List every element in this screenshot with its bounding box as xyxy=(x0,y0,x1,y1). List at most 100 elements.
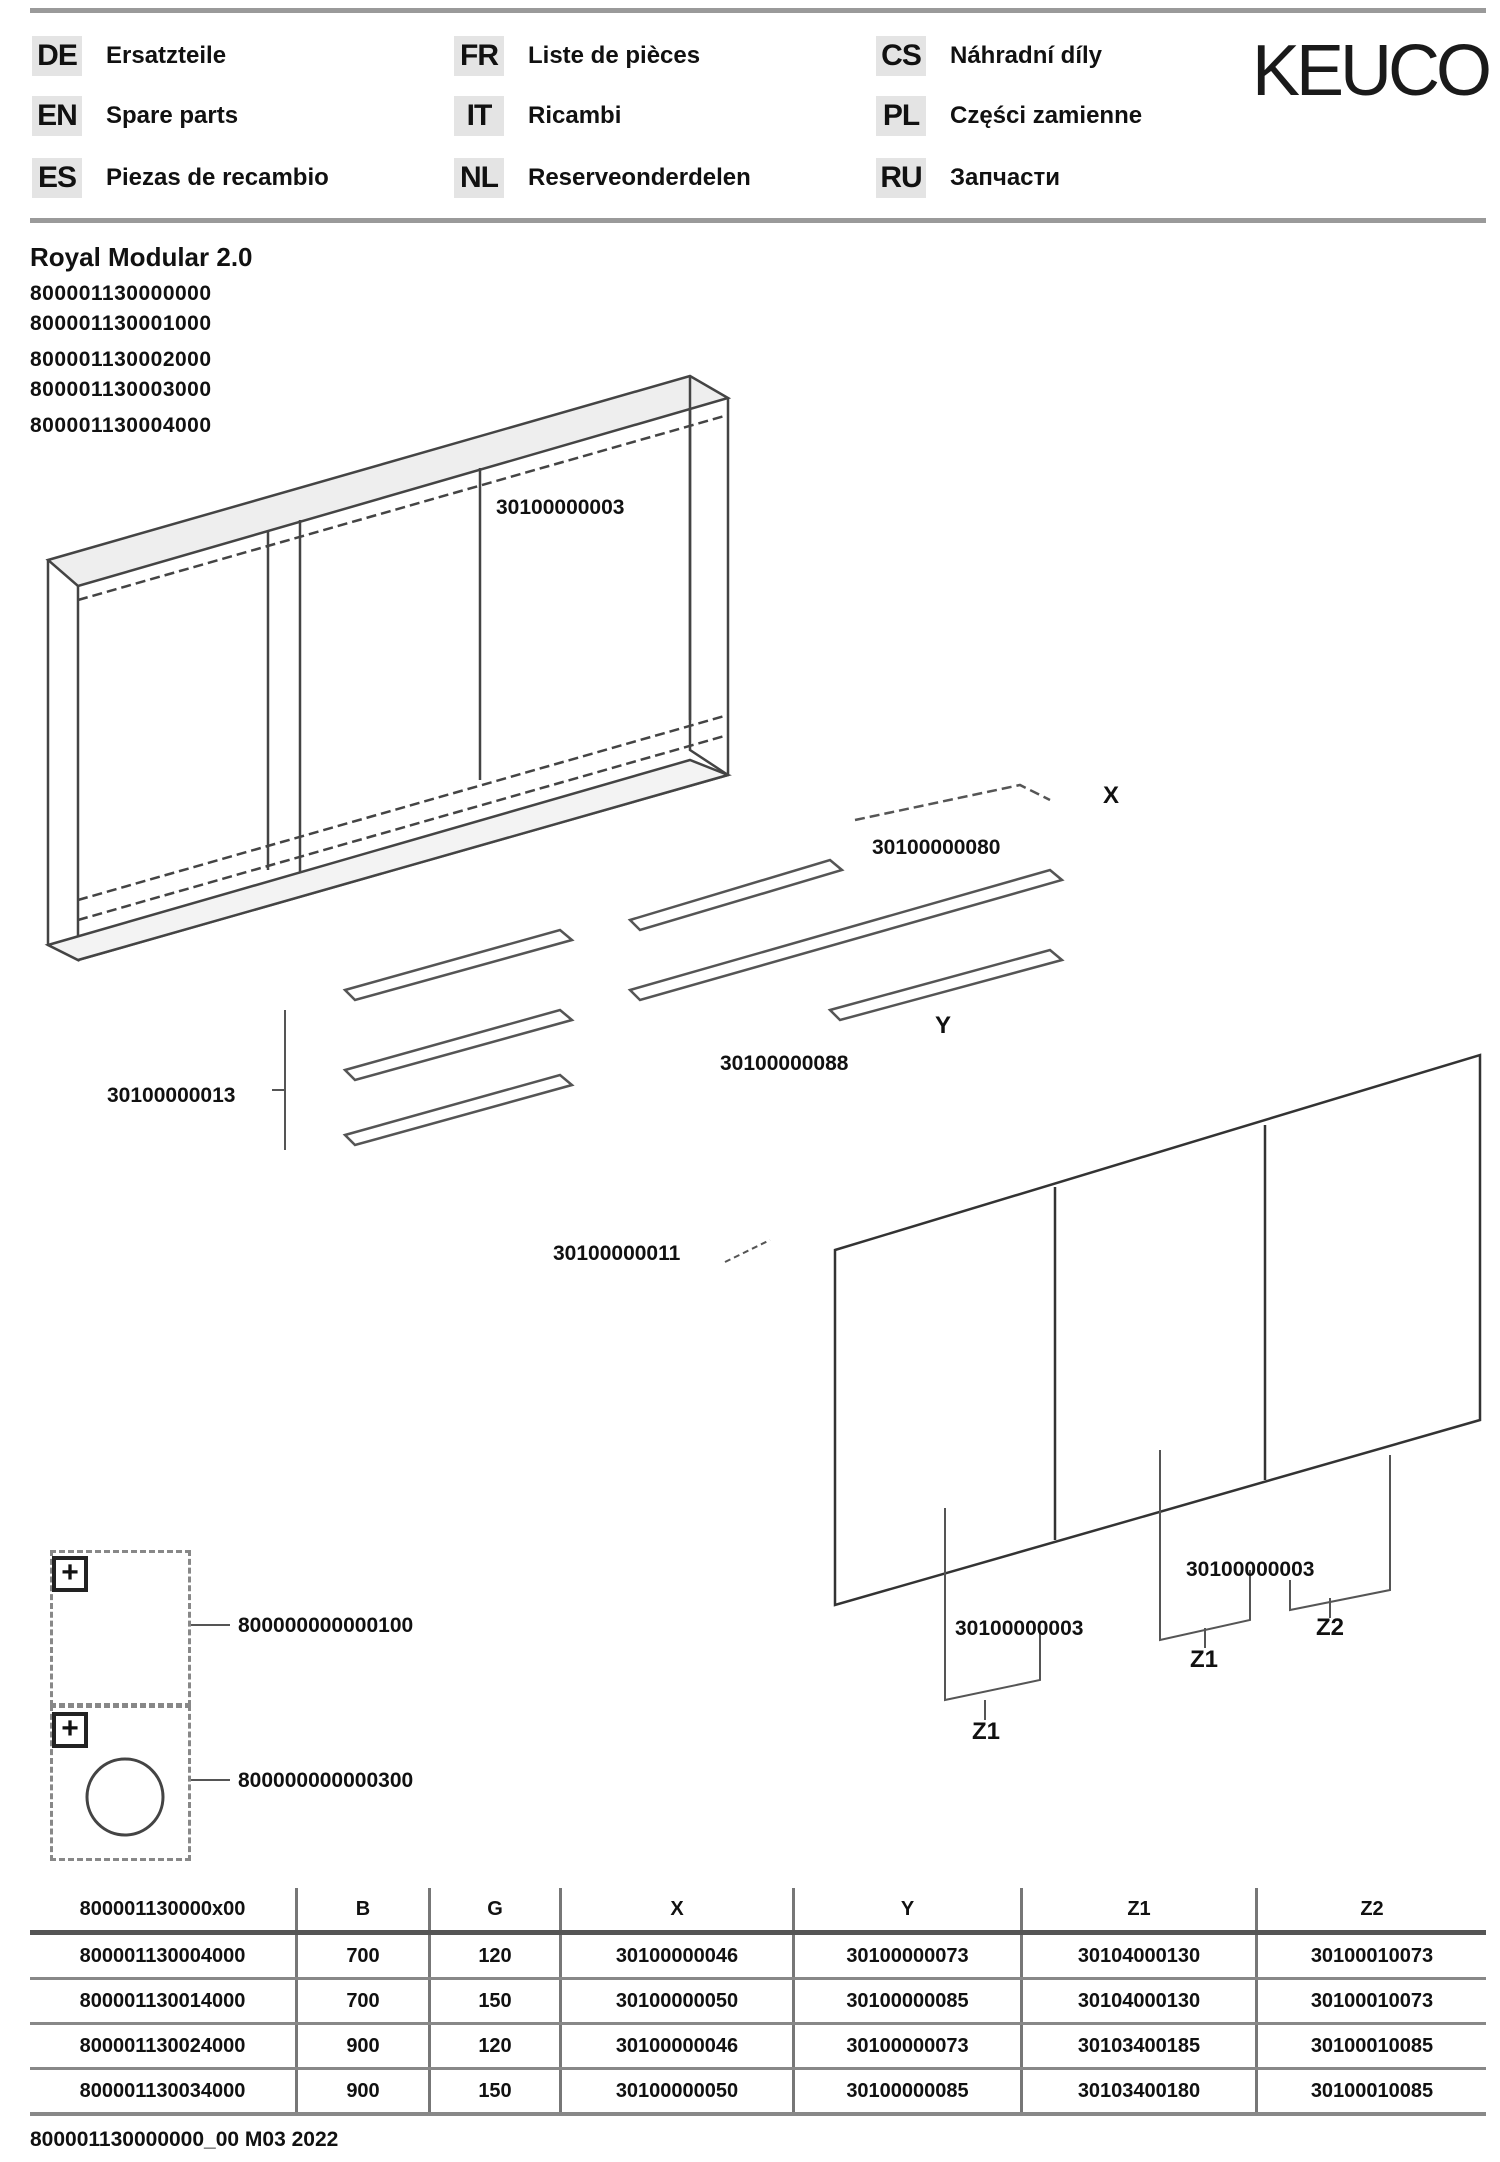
lang-fr: FR Liste de pièces xyxy=(454,36,700,76)
col-b: B xyxy=(295,1888,430,1935)
cell: 30103400180 xyxy=(1020,2068,1257,2116)
cell: 120 xyxy=(428,2023,561,2070)
part-label-top-hinge: 30100000003 xyxy=(496,496,625,519)
table-row: 800001130024000 900 120 30100000046 3010… xyxy=(30,2023,1486,2070)
parts-table: 800001130000x00 B G X Y Z1 Z2 8000011300… xyxy=(30,1888,1486,2116)
cell: 800001130034000 xyxy=(30,2068,297,2116)
lang-code: DE xyxy=(32,36,82,76)
accessory-part-1: 800000000000100 xyxy=(238,1614,414,1637)
cell: 30100000046 xyxy=(559,2023,794,2070)
lang-ru: RU Запчасти xyxy=(876,158,1060,198)
lang-label: Náhradní díly xyxy=(950,42,1103,69)
cell: 900 xyxy=(295,2068,430,2116)
cell: 30103400185 xyxy=(1020,2023,1257,2070)
part-label-door-hinge: 30100000011 xyxy=(553,1242,681,1265)
col-g: G xyxy=(428,1888,561,1935)
lang-label: Części zamienne xyxy=(950,102,1143,129)
cell: 800001130014000 xyxy=(30,1978,297,2025)
lang-de: DE Ersatzteile xyxy=(32,36,226,76)
lang-label: Ricambi xyxy=(528,102,622,129)
table-header-row: 800001130000x00 B G X Y Z1 Z2 xyxy=(30,1888,1486,1935)
table-row: 800001130014000 700 150 30100000050 3010… xyxy=(30,1978,1486,2025)
part-label-shelf-set: 30100000013 xyxy=(107,1084,236,1107)
lang-code: CS xyxy=(876,36,926,76)
lang-label: Liste de pièces xyxy=(528,42,701,69)
article-number: 800001130003000 xyxy=(30,378,212,401)
cell: 30104000130 xyxy=(1020,1978,1257,2025)
lang-en: EN Spare parts xyxy=(32,96,238,136)
table-row: 800001130034000 900 150 30100000050 3010… xyxy=(30,2068,1486,2116)
lang-label: Запчасти xyxy=(950,164,1061,191)
cell: 30100010085 xyxy=(1255,2068,1486,2116)
lang-label: Reserveonderdelen xyxy=(528,164,751,191)
ref-z1-left: Z1 xyxy=(972,1718,1001,1745)
col-z2: Z2 xyxy=(1255,1888,1486,1935)
cell: 150 xyxy=(428,1978,561,2025)
cell: 30100000050 xyxy=(559,1978,794,2025)
part-label-bottom-right: 30100000003 xyxy=(1186,1558,1315,1581)
ref-y: Y xyxy=(935,1012,952,1039)
brand-logo: KEUCO xyxy=(1252,31,1492,111)
lang-code: RU xyxy=(876,158,926,198)
part-label-bottom-left: 30100000003 xyxy=(955,1617,1084,1640)
cell: 30100010073 xyxy=(1255,1978,1486,2025)
cell: 30100010073 xyxy=(1255,1932,1486,1980)
lang-code: PL xyxy=(876,96,926,136)
product-title: Royal Modular 2.0 xyxy=(30,242,253,272)
cell: 150 xyxy=(428,2068,561,2116)
article-number: 800001130000000 xyxy=(30,282,212,305)
cell: 120 xyxy=(428,1932,561,1980)
cabinet-body-illustration xyxy=(44,374,732,963)
accessory-box-tool xyxy=(50,1550,191,1706)
accessory-box-ring xyxy=(50,1705,191,1861)
col-z1: Z1 xyxy=(1020,1888,1257,1935)
plus-icon: + xyxy=(52,1556,88,1592)
lang-it: IT Ricambi xyxy=(454,96,621,136)
plus-icon: + xyxy=(52,1712,88,1748)
article-number: 800001130001000 xyxy=(30,312,212,335)
lang-pl: PL Części zamienne xyxy=(876,96,1142,136)
ref-z1-right: Z1 xyxy=(1190,1646,1219,1673)
part-label-shelf-holder: 30100000088 xyxy=(720,1052,849,1075)
part-label-shelf-clip: 30100000080 xyxy=(872,836,1001,859)
cell: 30100000050 xyxy=(559,2068,794,2116)
ref-z2: Z2 xyxy=(1316,1614,1345,1641)
lang-label: Spare parts xyxy=(106,102,239,129)
cell: 700 xyxy=(295,1932,430,1980)
glass-shelves-illustration xyxy=(272,783,1065,1150)
cell: 30100010085 xyxy=(1255,2023,1486,2070)
cell: 30100000085 xyxy=(792,2068,1022,2116)
document-code: 800001130000000_00 M03 2022 xyxy=(30,2128,339,2151)
exploded-drawing xyxy=(44,374,1482,1781)
cell: 800001130024000 xyxy=(30,2023,297,2070)
cell: 30100000073 xyxy=(792,1932,1022,1980)
lang-label: Piezas de recambio xyxy=(106,164,329,191)
mirror-doors-illustration xyxy=(833,1053,1482,1607)
article-number: 800001130004000 xyxy=(30,414,212,437)
cell: 900 xyxy=(295,2023,430,2070)
lang-code: ES xyxy=(32,158,82,198)
lang-es: ES Piezas de recambio xyxy=(32,158,329,198)
cell: 30100000073 xyxy=(792,2023,1022,2070)
header-top-rule xyxy=(30,8,1486,13)
ref-x: X xyxy=(1103,782,1120,809)
lang-code: NL xyxy=(454,158,504,198)
lang-code: FR xyxy=(454,36,504,76)
cell: 30104000130 xyxy=(1020,1932,1257,1980)
table-row: 800001130004000 700 120 30100000046 3010… xyxy=(30,1932,1486,1980)
ring-icon xyxy=(85,1757,165,1837)
cell: 800001130004000 xyxy=(30,1932,297,1980)
lang-code: IT xyxy=(454,96,504,136)
lang-label: Ersatzteile xyxy=(106,42,227,69)
cell: 30100000085 xyxy=(792,1978,1022,2025)
article-number: 800001130002000 xyxy=(30,348,212,371)
lang-code: EN xyxy=(32,96,82,136)
header-bottom-rule xyxy=(30,218,1486,223)
lang-nl: NL Reserveonderdelen xyxy=(454,158,751,198)
col-x: X xyxy=(559,1888,794,1935)
cell: 30100000046 xyxy=(559,1932,794,1980)
accessory-part-2: 800000000000300 xyxy=(238,1769,414,1792)
cell: 700 xyxy=(295,1978,430,2025)
col-y: Y xyxy=(792,1888,1022,1935)
col-article: 800001130000x00 xyxy=(30,1888,297,1935)
